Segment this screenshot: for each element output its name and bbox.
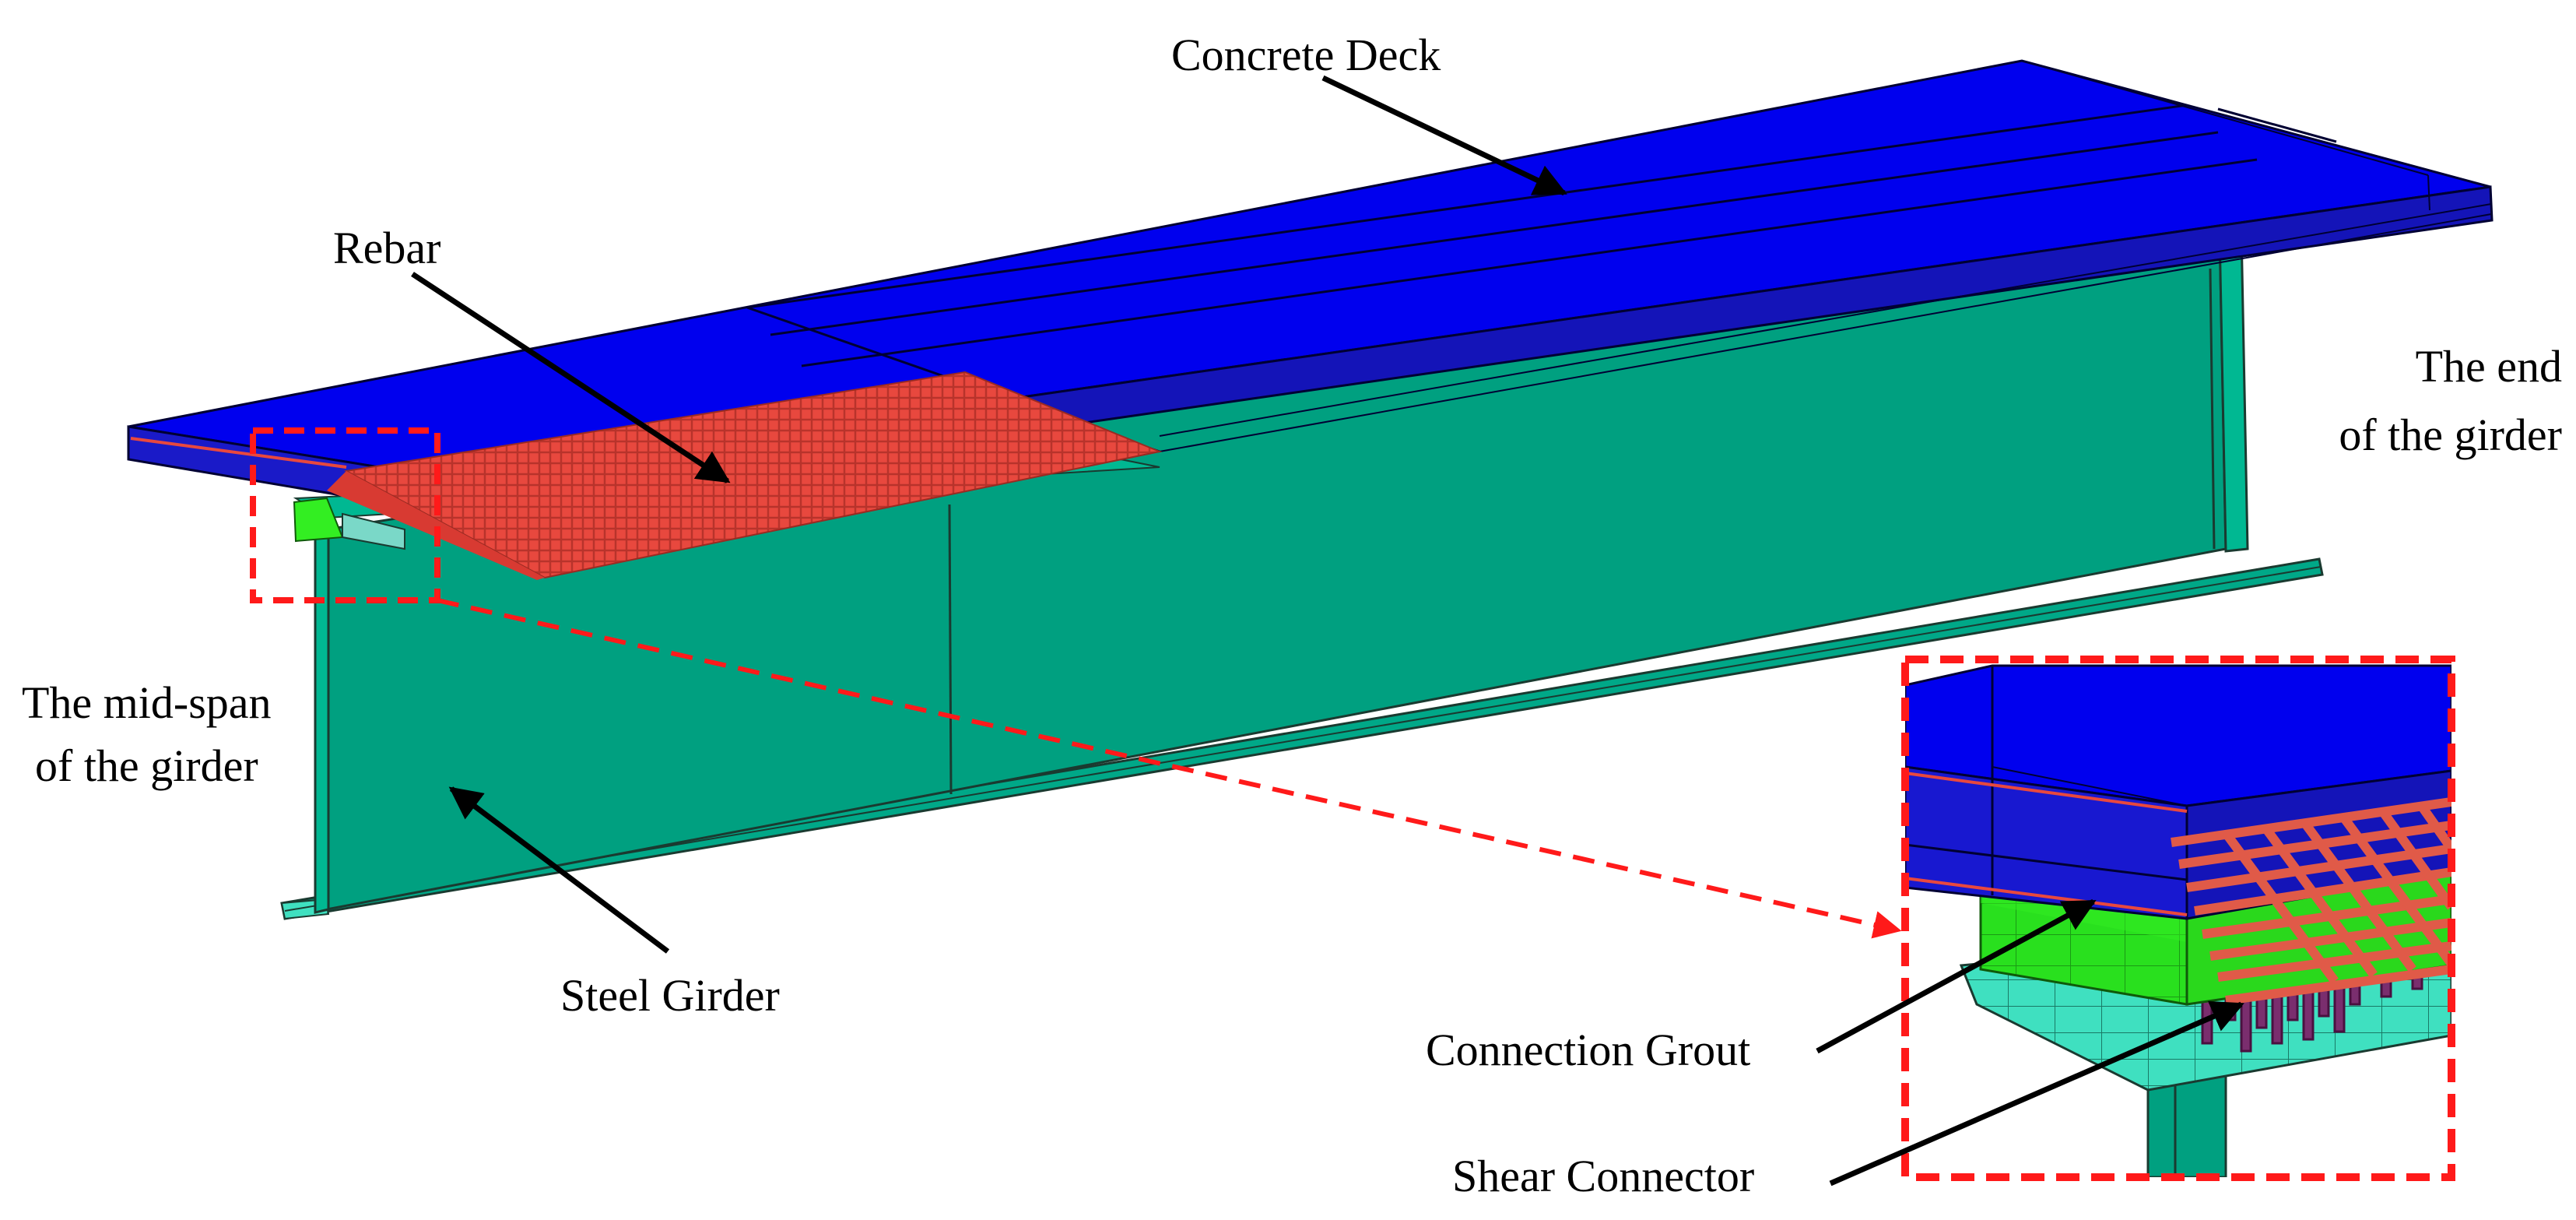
- detail-inset-frame: [1901, 656, 2455, 1181]
- rebar-leader: [411, 272, 731, 483]
- label-girder-end-line2: of the girder: [2339, 410, 2562, 460]
- steel-girder-leader: [448, 786, 670, 954]
- rebar-mesh: [327, 371, 1163, 580]
- detail-inset: [1905, 659, 2451, 1177]
- detail-callout-leader: [437, 598, 1902, 939]
- near-end-connection: [293, 497, 405, 550]
- shear-connector-leader: [1829, 1000, 2244, 1187]
- leader-arrows: [411, 75, 2244, 1187]
- inset-rebar-grid: [2171, 797, 2451, 1005]
- label-midspan-line1: The mid-span: [22, 677, 272, 728]
- label-connection-grout: Connection Grout: [1426, 1025, 1750, 1075]
- label-rebar: Rebar: [333, 223, 441, 273]
- label-shear-connector: Shear Connector: [1452, 1151, 1754, 1201]
- connection-grout-leader: [1816, 898, 2097, 1054]
- label-midspan-line2: of the girder: [35, 740, 258, 791]
- detail-callout-frame: [250, 427, 440, 603]
- label-girder-end-line1: The end: [2416, 341, 2562, 392]
- label-concrete-deck: Concrete Deck: [1171, 30, 1441, 80]
- concrete-deck-leader: [1321, 75, 1567, 196]
- label-steel-girder: Steel Girder: [560, 970, 780, 1021]
